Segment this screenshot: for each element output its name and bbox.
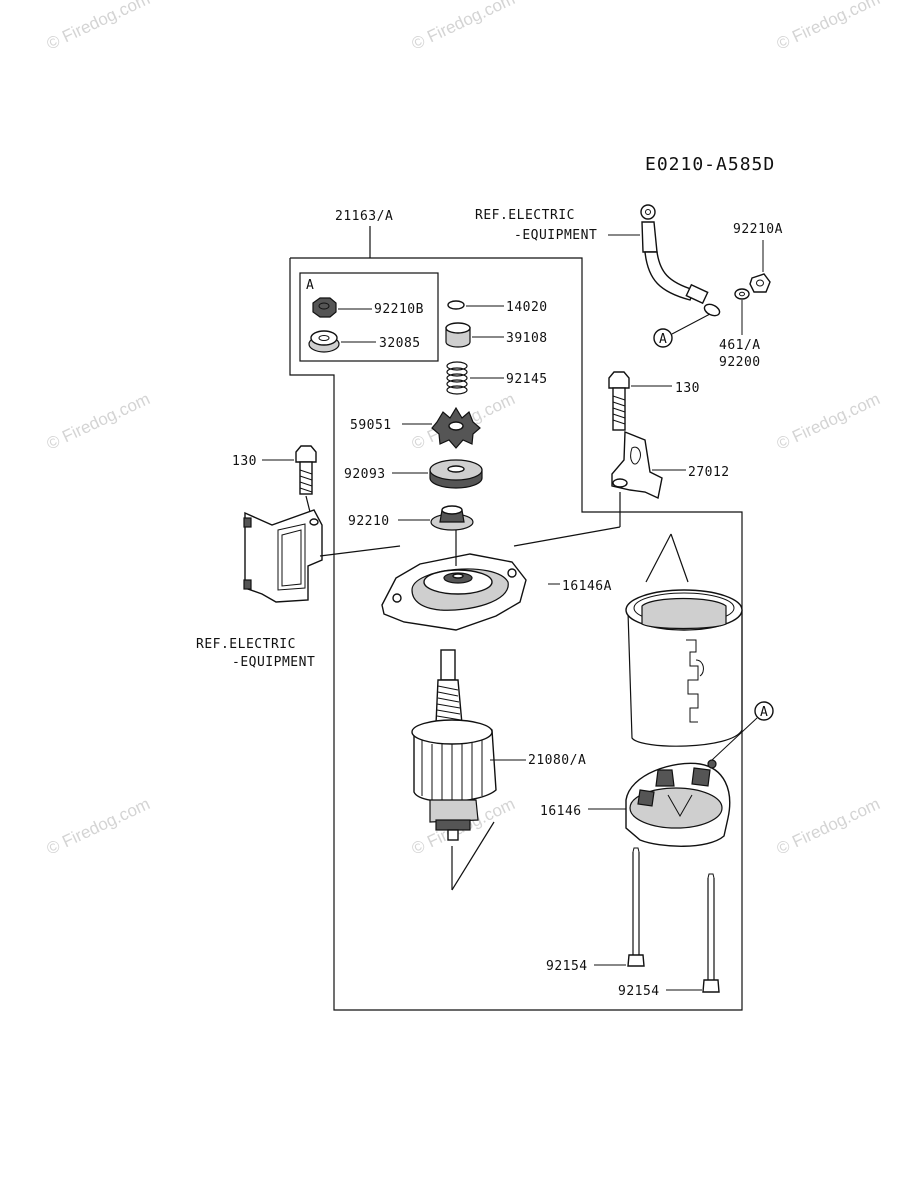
collar-39108 [445,322,471,348]
ring-14020 [447,300,465,310]
end-cover-16146a [381,553,527,631]
watermark: © Firedog.com [44,389,153,453]
label-ref-equipment-left: -EQUIPMENT [232,655,315,670]
electric-bracket-left [243,509,323,603]
washer-461 [734,288,750,300]
label-nut-mid: 92210 [348,514,390,529]
callout-letter: A [659,332,667,347]
bolt-130-left [295,445,317,495]
spring-92145 [446,361,468,395]
label-end-cover: 16146A [562,579,612,594]
label-collar: 39108 [506,331,548,346]
watermark: © Firedog.com [774,0,883,54]
label-ref-electric-left: REF.ELECTRIC [196,637,296,652]
washer-92093 [429,459,483,489]
label-kit: 21163/A [335,209,393,224]
through-bolt-1 [627,847,645,967]
callout-a-top [653,328,673,348]
kit-outline: A [289,226,743,1011]
label-pinion: 59051 [350,418,392,433]
label-armature: 21080/A [528,753,586,768]
label-brush-holder: 16146 [540,804,582,819]
label-washer-92200: 92200 [719,355,761,370]
label-through-bolt-1: 92154 [546,959,588,974]
callout-letter: A [306,278,314,293]
label-bolt-right: 130 [675,381,700,396]
nut-92210 [430,505,474,531]
watermark: © Firedog.com [774,794,883,858]
brush-holder-16146 [625,759,731,847]
label-nut-kit: 92210B [374,302,424,317]
label-washer-big: 92093 [344,467,386,482]
label-nut-right: 92210A [733,222,783,237]
label-ring: 14020 [506,300,548,315]
label-spring: 92145 [506,372,548,387]
callout-letter: A [760,705,768,720]
label-through-bolt-2: 92154 [618,984,660,999]
yoke [625,589,743,747]
label-ref-electric-top: REF.ELECTRIC [475,208,575,223]
watermark: © Firedog.com [44,794,153,858]
bolt-130-right [608,371,630,431]
label-bracket: 27012 [688,465,730,480]
washer-32085 [308,330,340,353]
bracket-27012 [611,430,663,500]
label-ref-equipment-top: -EQUIPMENT [514,228,597,243]
watermark: © Firedog.com [774,389,883,453]
watermark: © Firedog.com [409,0,518,54]
nut-92210a [749,273,771,293]
through-bolt-2 [702,873,720,993]
watermark: © Firedog.com [44,0,153,54]
battery-cable [640,204,721,317]
label-washer-461: 461/A [719,338,761,353]
label-bolt-left: 130 [232,454,257,469]
nut-92210b [312,297,337,318]
diagram-code: E0210-A585D [645,154,775,175]
callout-a-bottom [754,701,774,721]
label-washer-kit: 32085 [379,336,421,351]
armature-21080a [411,649,497,841]
pinion-59051 [431,406,481,449]
